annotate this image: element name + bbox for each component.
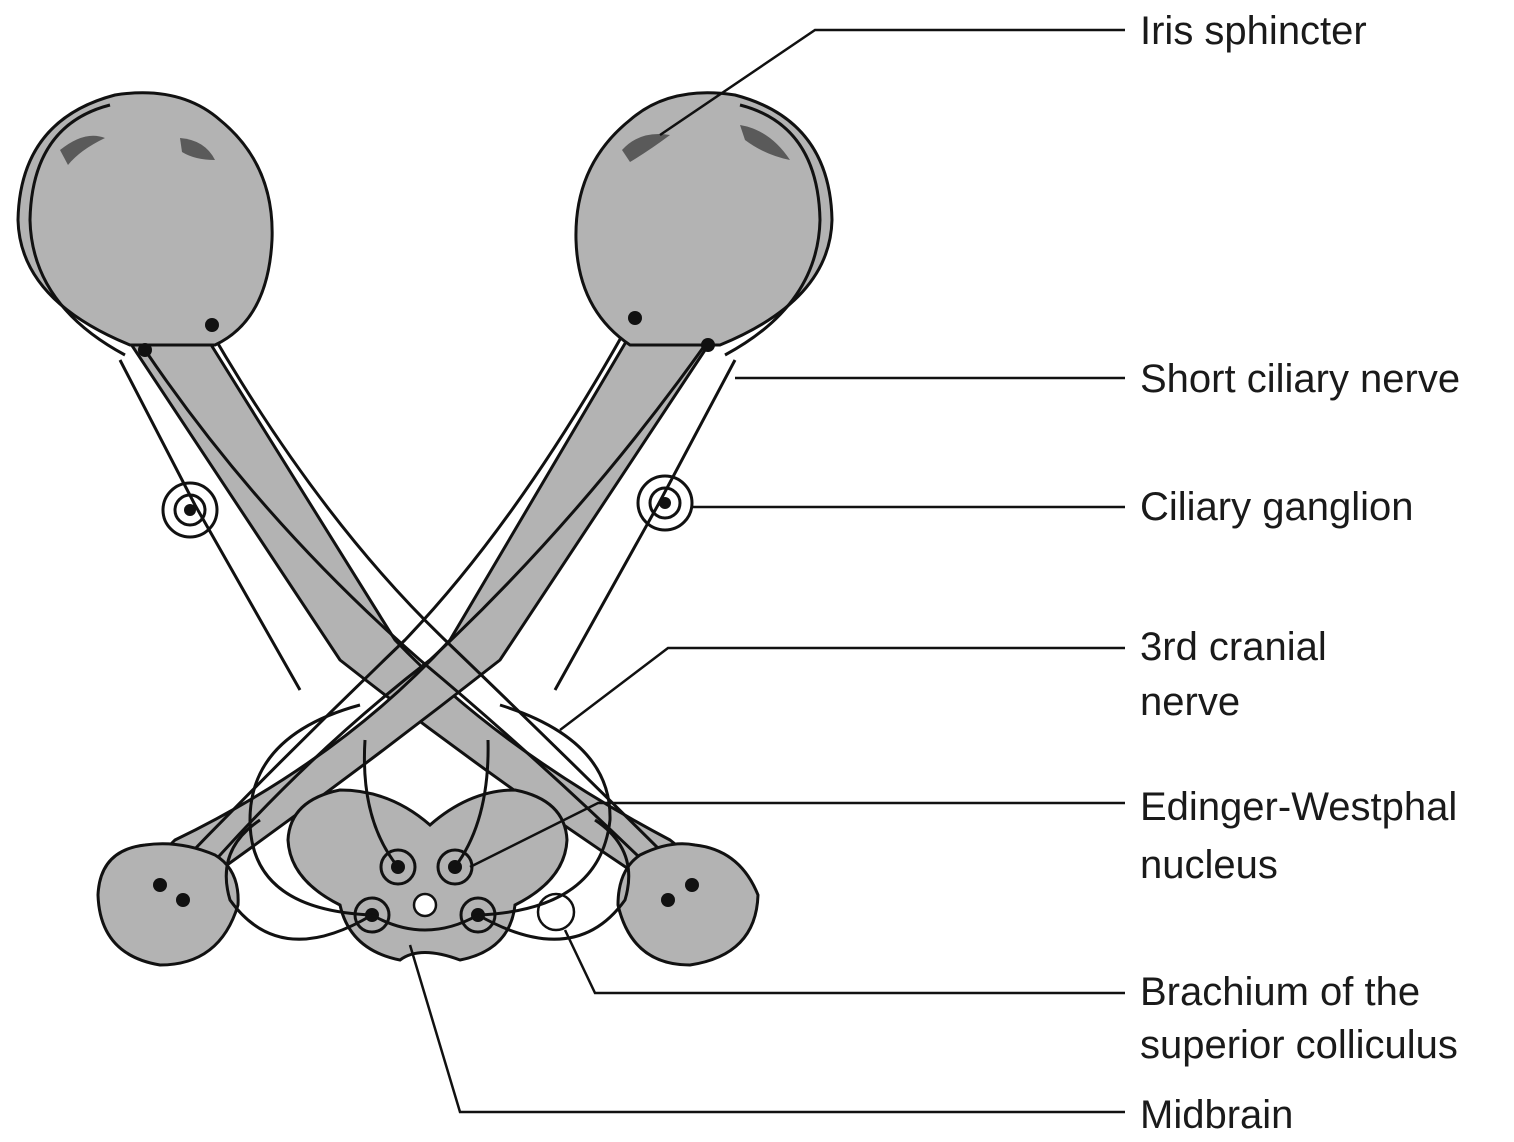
aqueduct xyxy=(414,894,436,916)
midbrain-section xyxy=(226,705,629,960)
retina-neuron xyxy=(138,343,152,357)
right-lateral-lobe xyxy=(618,844,758,965)
label-short-ciliary-nerve: Short ciliary nerve xyxy=(1140,352,1460,406)
retina-neuron xyxy=(628,311,642,325)
retina-neuron xyxy=(701,338,715,352)
label-brachium-line1: Brachium of the xyxy=(1140,965,1420,1019)
lobe-neuron xyxy=(661,893,675,907)
label-ciliary-ganglion: Ciliary ganglion xyxy=(1140,480,1413,534)
lobe-neuron xyxy=(153,878,167,892)
left-eyeball xyxy=(18,93,272,357)
right-eyeball xyxy=(576,93,832,355)
label-3rd-cranial-nerve-line2: nerve xyxy=(1140,675,1240,729)
optic-pathway xyxy=(125,318,720,900)
label-edinger-westphal-line2: nucleus xyxy=(1140,838,1278,892)
label-brachium-line2: superior colliculus xyxy=(1140,1018,1458,1072)
left-lateral-lobe xyxy=(98,844,238,965)
label-3rd-cranial-nerve-line1: 3rd cranial xyxy=(1140,620,1327,674)
lobe-neuron xyxy=(685,878,699,892)
leader-midbrain xyxy=(410,945,1125,1112)
retina-neuron xyxy=(205,318,219,332)
label-edinger-westphal-line1: Edinger-Westphal xyxy=(1140,780,1457,834)
leader-3rd-cranial-nerve xyxy=(560,648,1125,730)
label-iris-sphincter: Iris sphincter xyxy=(1140,4,1367,58)
lobe-neuron xyxy=(176,893,190,907)
label-midbrain: Midbrain xyxy=(1140,1088,1293,1142)
